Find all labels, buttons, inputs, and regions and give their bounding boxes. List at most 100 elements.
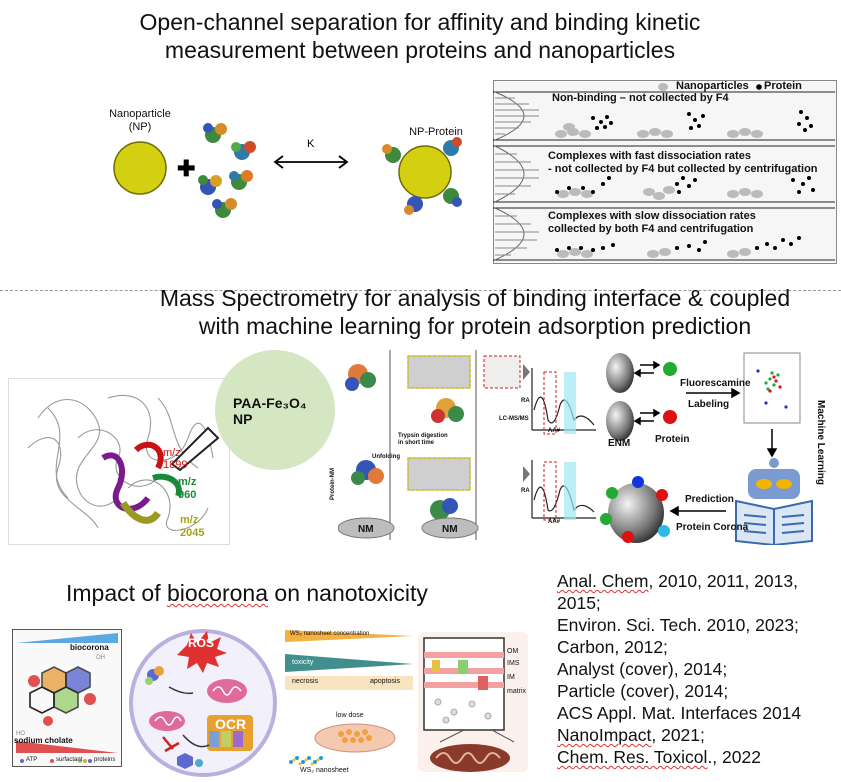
petri-dish-icon xyxy=(314,723,396,753)
legend-atp-icon xyxy=(20,759,24,763)
citation-5: Analyst (cover), 2014; xyxy=(557,658,837,680)
paa-np-label-line2: NP xyxy=(233,411,253,427)
citation-9-years: ., 2022 xyxy=(707,747,761,767)
ws2-illustration xyxy=(285,630,413,766)
equilibrium-arrow-icon xyxy=(273,155,349,169)
binding-scheme: ✚ K xyxy=(113,123,462,218)
citation-4: Carbon, 2012; xyxy=(557,636,837,658)
section1-title-line1: Open-channel separation for affinity and… xyxy=(139,9,701,35)
protein-label: Protein xyxy=(655,434,690,445)
channel3-label-line2: collected by both F4 and centrifugation xyxy=(548,223,754,235)
citation-1-journal: Anal. Chem xyxy=(557,571,649,591)
channel3-label: Complexes with slow dissociation rates c… xyxy=(548,210,756,236)
mz-label-3: m/z 2045 xyxy=(180,514,204,540)
unfolding-label: Unfolding xyxy=(372,454,400,460)
protein-cluster-icon xyxy=(198,123,256,218)
citation-8: NanoImpact, 2021; xyxy=(557,724,837,746)
legend-atp: ATP xyxy=(26,757,38,763)
protein-nm-label: Protein-NM xyxy=(330,468,336,500)
paa-np-circle xyxy=(215,350,335,470)
inhibition-icon xyxy=(162,736,180,753)
section3-title: Impact of biocorona on nanotoxicity xyxy=(66,580,428,607)
legend-proteins: proteins xyxy=(94,757,116,763)
matrix-label: matrix xyxy=(507,688,527,695)
im-label: IM xyxy=(507,674,515,681)
citations-list: Anal. Chem, 2010, 2011, 2013, 2015; Envi… xyxy=(557,570,837,768)
svg-text:HO: HO xyxy=(16,731,25,737)
aa-label-2: AA# xyxy=(548,519,561,525)
mz-label-2-value: 960 xyxy=(178,489,197,501)
ra-label-1: RA xyxy=(521,398,530,404)
legend-proteins-icon xyxy=(78,759,92,763)
legend-protein-icon xyxy=(756,84,762,90)
corona-particle-icon xyxy=(608,483,664,543)
ms-tag-label: LC-MS/MS xyxy=(499,416,529,422)
ws2-concentration-label: WS₂ nanosheet concentration xyxy=(290,631,370,637)
ims-label: IMS xyxy=(507,660,520,667)
channel2-particles-icon xyxy=(555,176,815,200)
mz-label-1-unit: m/z xyxy=(163,447,181,459)
citation-1-years: , 2010, 2011, 2013, xyxy=(648,571,798,591)
citation-8-journal: NanoImpact xyxy=(557,725,652,745)
section3-title-underlined: biocorona xyxy=(166,580,269,606)
citation-9: Chem. Res. Toxicol., 2022 xyxy=(557,746,837,768)
biocorona-label: biocorona xyxy=(70,643,109,652)
protein-ribbon-icon xyxy=(345,364,464,520)
mitochondria-icon-1 xyxy=(207,679,247,703)
machine-learning-label: Machine Learning xyxy=(815,400,826,486)
trypsin-label-line1: Trypsin digestion xyxy=(398,433,448,439)
ra-label-2: RA xyxy=(521,488,530,494)
ms-workflow-diagram xyxy=(338,350,596,540)
mz-label-1-value: 1899 xyxy=(163,459,188,471)
legend-surfactant-icon xyxy=(50,759,54,763)
corona-proteins-icon xyxy=(600,476,670,543)
nanoparticle-label-line1: Nanoparticle xyxy=(109,108,171,120)
nanoparticle-label-line2: (NP) xyxy=(128,121,152,133)
section2-title-line2: with machine learning for protein adsorp… xyxy=(198,313,752,339)
citation-6-text: Particle (cover), 2014; xyxy=(557,681,729,701)
citation-1: Anal. Chem, 2010, 2011, 2013, xyxy=(557,570,837,592)
protein-green-icon xyxy=(663,362,677,376)
ros-burst-icon xyxy=(177,631,227,673)
protein-structure-image xyxy=(27,394,220,531)
nanoparticle-label: Nanoparticle (NP) xyxy=(100,108,180,134)
section2-title-line1: Mass Spectrometry for analysis of bindin… xyxy=(159,285,791,311)
hexagon-structure-icon xyxy=(29,666,91,714)
mitochondrion-icon xyxy=(430,744,510,772)
citation-7: ACS Appl. Mat. Interfaces 2014 xyxy=(557,702,837,724)
section1-title: Open-channel separation for affinity and… xyxy=(60,8,780,64)
nm-label-2: NM xyxy=(442,524,458,535)
cell-illustration xyxy=(129,629,277,777)
paa-np-label: PAA-Fe₃O₄ NP xyxy=(233,395,307,427)
channel-diagram xyxy=(493,83,835,261)
robot-icon xyxy=(735,458,813,545)
mitochondria-illustration xyxy=(423,637,515,772)
citation-3-text: Environ. Sci. Tech. 2010, 2023; xyxy=(557,615,799,635)
flow-profile-icon xyxy=(494,91,539,261)
plus-icon: ✚ xyxy=(177,156,195,181)
svg-text:OH: OH xyxy=(96,655,105,661)
left-arrow-icon xyxy=(669,505,726,517)
nm-ellipse-1 xyxy=(338,517,395,539)
citation-2-text: 2015; xyxy=(557,593,601,613)
legend-protein: Protein xyxy=(764,80,802,92)
nanoparticle-icon xyxy=(113,141,167,195)
toxicity-gradient-icon xyxy=(285,654,413,672)
nanoparticle-cluster-icon xyxy=(145,666,164,685)
enm-particle-2-icon xyxy=(606,401,634,441)
sodium-cholate-gradient-icon xyxy=(16,741,118,753)
channel2-label-line2: - not collected by F4 but collected by c… xyxy=(548,163,818,175)
pointer-arrow-icon xyxy=(170,426,220,472)
trypsin-label: Trypsin digestion in short time xyxy=(398,433,448,447)
toxicity-label: toxicity xyxy=(292,659,314,666)
necrosis-apoptosis-bar xyxy=(285,676,413,690)
apoptosis-label: apoptosis xyxy=(370,678,400,685)
ros-label: ROS xyxy=(188,636,215,650)
mz-label-1: m/z 1899 xyxy=(163,447,187,471)
down-arrow-icon xyxy=(766,429,778,458)
scatter-plot xyxy=(743,352,801,424)
enm-label: ENM xyxy=(608,438,631,449)
ocr-label: OCR xyxy=(215,716,247,732)
mz-label-2: m/z 960 xyxy=(178,476,196,502)
biocorona-gradient-icon xyxy=(16,633,118,643)
